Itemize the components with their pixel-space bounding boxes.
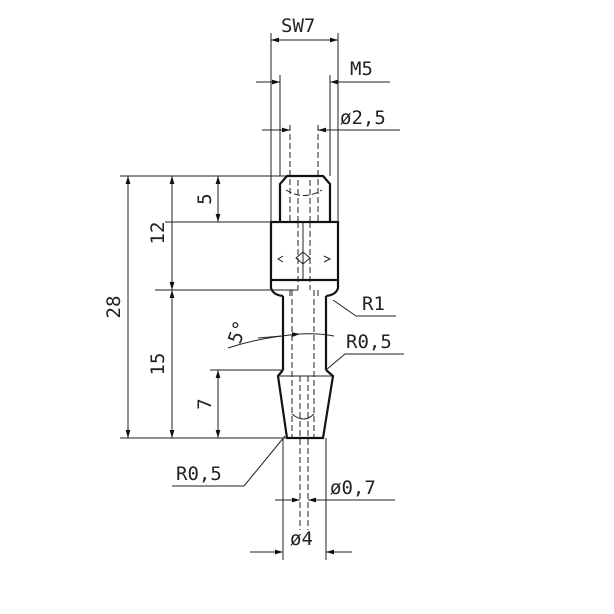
hex-body <box>269 220 340 282</box>
label-tip-dia: ø0,7 <box>330 477 376 499</box>
part-outline <box>269 174 340 440</box>
label-radius-r05-bottom: R0,5 <box>176 463 222 485</box>
label-total-len: 28 <box>103 296 125 319</box>
label-shaft-dia: ø4 <box>290 528 313 550</box>
label-sw: SW7 <box>281 15 315 37</box>
label-taper-len: 7 <box>194 398 216 409</box>
label-radius-r05-top: R0,5 <box>346 331 392 353</box>
label-bore-dia: ø2,5 <box>340 107 386 129</box>
taper-tip <box>276 369 335 440</box>
extension-lines <box>120 33 339 560</box>
thread-head <box>278 174 332 222</box>
label-radius-r1: R1 <box>362 293 385 315</box>
dimension-lines <box>125 37 404 555</box>
hidden-lines <box>277 125 332 530</box>
leader-r05-bottom <box>172 435 286 487</box>
label-thread-depth: 5 <box>194 193 216 204</box>
label-thread: M5 <box>350 58 373 80</box>
leader-r05-top <box>325 353 404 371</box>
neck <box>269 280 340 298</box>
label-upper-len: 12 <box>147 222 169 245</box>
label-lower-len: 15 <box>147 353 169 376</box>
leader-r1 <box>332 299 396 317</box>
shaft <box>281 296 328 370</box>
dimension-labels: SW7 M5 ø2,5 5 12 28 15 7 5° R1 R0,5 R0,5… <box>103 15 392 550</box>
